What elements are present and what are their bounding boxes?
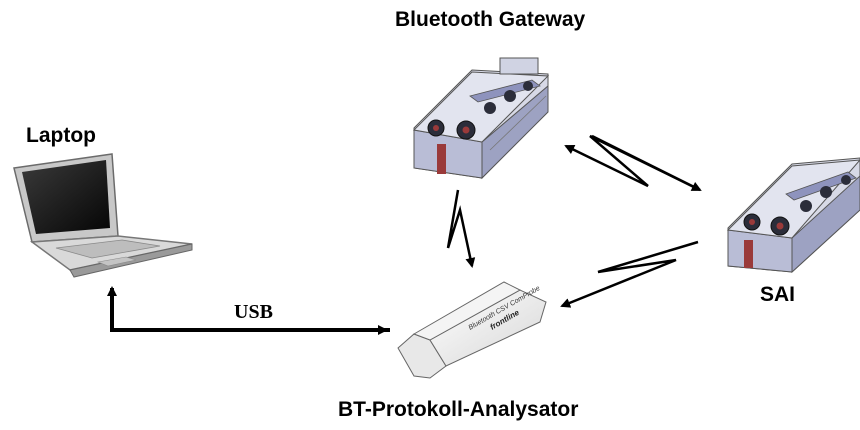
sai-label: SAI (760, 283, 796, 306)
laptop-image (13, 153, 193, 278)
usb-label: USB (234, 301, 273, 323)
sai-device-image (726, 157, 860, 274)
gateway-device-image (412, 57, 550, 180)
analyzer-stick-image: Bluetooth CSV ComProbe frontline (397, 281, 547, 379)
wireless-link-gateway-analyzer (446, 189, 476, 268)
laptop-label: Laptop (26, 124, 96, 147)
analyzer-label: BT-Protokoll-Analysator (338, 398, 579, 421)
wireless-link-gateway-sai (564, 134, 702, 192)
usb-connection (107, 286, 390, 335)
wireless-link-sai-analyzer (560, 240, 699, 308)
gateway-label: Bluetooth Gateway (395, 8, 586, 31)
